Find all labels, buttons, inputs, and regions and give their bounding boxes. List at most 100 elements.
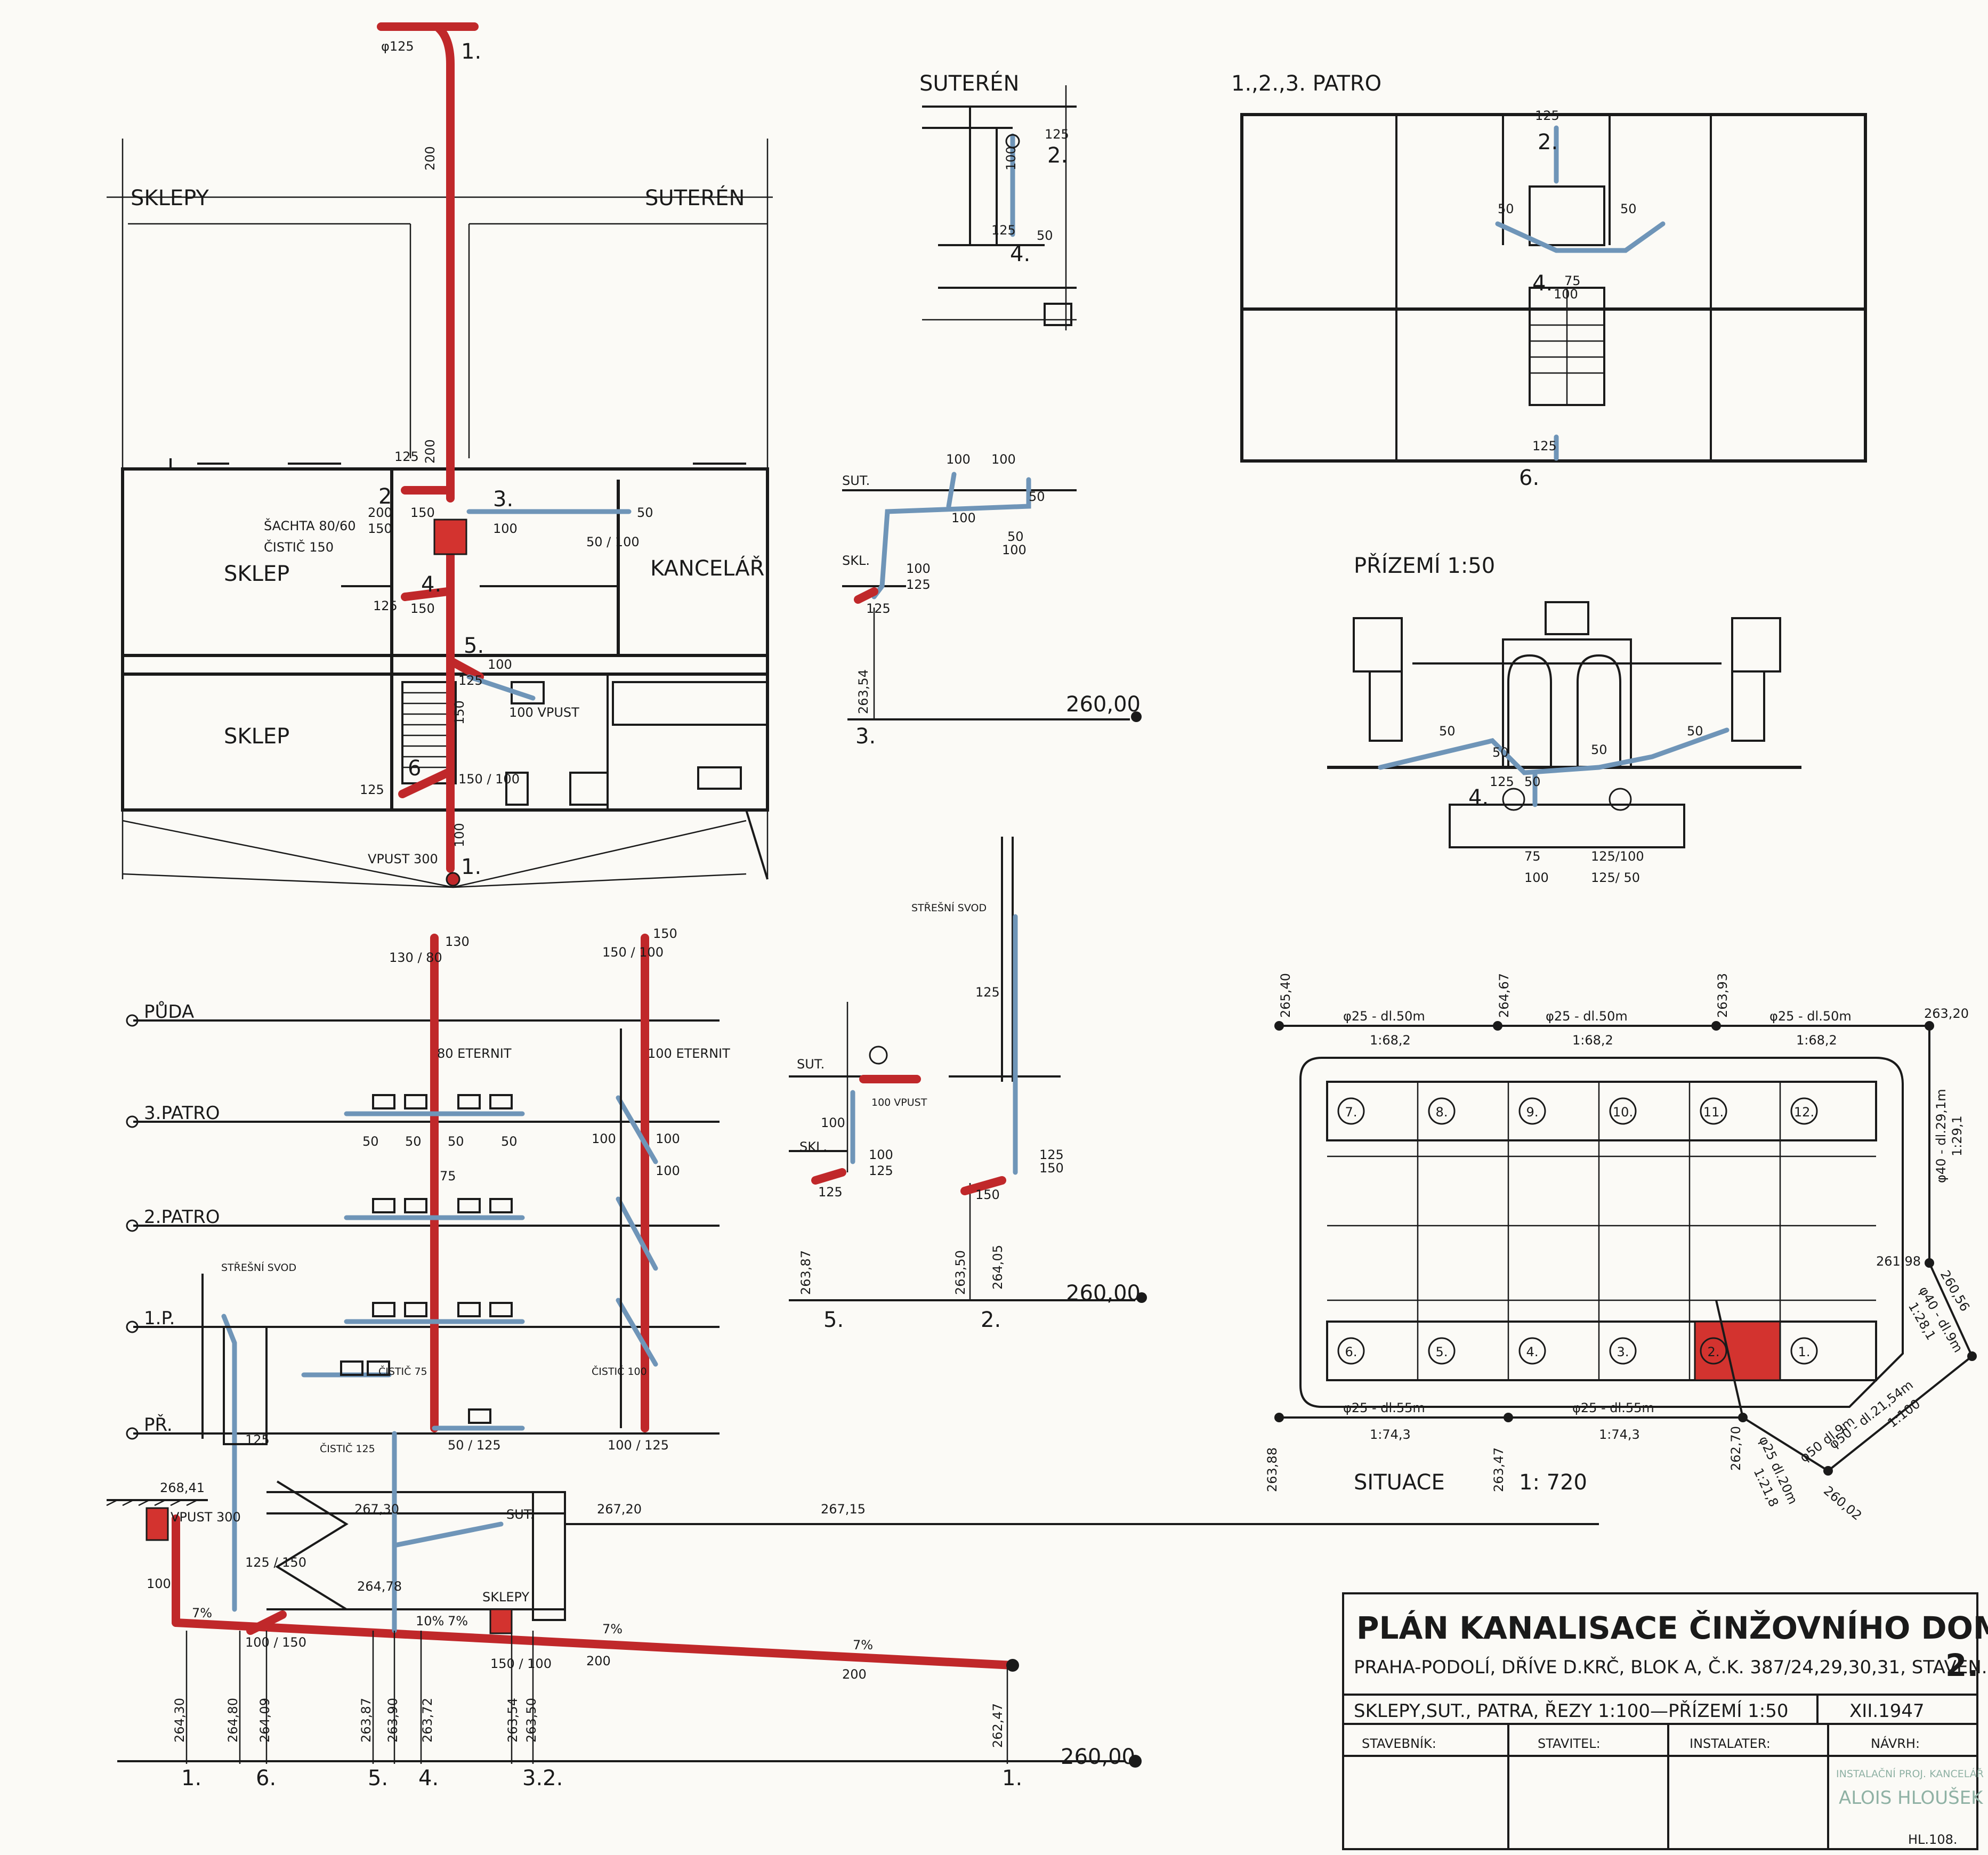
sec3-100-a: 100	[946, 452, 971, 467]
label-100-b: 100	[488, 657, 512, 672]
elev-267-20: 267,20	[597, 1502, 642, 1517]
floor-3-patro: 3.PATRO	[144, 1103, 220, 1124]
site-side-3: 261,98	[1876, 1254, 1921, 1269]
suteren-dim-100: 100	[1004, 146, 1019, 171]
floor-pr: PŘ.	[144, 1414, 173, 1436]
site-pipe-bottom-2: φ25 - dl.55m	[1572, 1400, 1654, 1415]
sec2-svod: STŘEŠNÍ SVOD	[911, 901, 987, 914]
section-3: SUT. SKL. 100 100 50 100 50 100 100 125 …	[842, 452, 1142, 749]
elev-263-90: 263,90	[385, 1698, 400, 1743]
block-7: 7.	[1345, 1105, 1357, 1120]
sec3-pt: 3.	[855, 724, 876, 749]
label-100-c: 100	[452, 823, 467, 847]
site-elev-b2: 263,47	[1491, 1447, 1506, 1492]
label-phi125: φ125	[381, 39, 414, 54]
elev-263-87: 263,87	[359, 1698, 374, 1743]
site-pipe-top-3: φ25 - dl.50m	[1769, 1009, 1852, 1024]
label-200-c: 200	[368, 505, 392, 520]
sec3-100-b: 100	[991, 452, 1016, 467]
riser-pct10: 10%	[416, 1614, 444, 1629]
site-elev-2: 264,67	[1497, 973, 1512, 1018]
block-1: 1.	[1798, 1344, 1811, 1359]
elev-264-30: 264,30	[172, 1698, 187, 1743]
label-kancelar: KANCELÁŘ	[650, 555, 764, 581]
block-10: 10.	[1613, 1105, 1633, 1120]
label-sklep-1: SKLEP	[224, 562, 289, 586]
riser-pct7-d: 7%	[853, 1638, 873, 1653]
riser-200-b: 200	[842, 1667, 867, 1682]
sec3-50-b: 50	[1007, 529, 1024, 544]
sec5-125-a: 125	[869, 1163, 893, 1178]
site-pipe-bottom-1: φ25 - dl.55m	[1343, 1400, 1425, 1415]
pt-4: 4.	[421, 572, 441, 597]
floors-dim-125-b: 125	[1532, 439, 1557, 453]
riser-200-a: 200	[586, 1654, 611, 1668]
site-scale: 1: 720	[1519, 1470, 1587, 1495]
floors-pt-2: 2.	[1538, 130, 1558, 155]
riser-pct7-b: 7%	[448, 1614, 468, 1629]
prizemi-dim-50-b: 50	[1492, 745, 1509, 760]
sec2-pt: 2.	[981, 1308, 1001, 1332]
riser-50-c: 50	[448, 1134, 464, 1149]
title-block: PLÁN KANALISACE ČINŽOVNÍHO DOMU SOPV PRA…	[1342, 1592, 1988, 1850]
title-number: 2.	[1945, 1647, 1978, 1683]
section-5: SUT. 100 VPUST 100 SKL. 100 125 125 263,…	[789, 1002, 1045, 1332]
sec3-level: 260,00	[1066, 692, 1141, 717]
sec2-elev-2: 264,05	[990, 1245, 1005, 1290]
elev-267-30: 267,30	[354, 1502, 399, 1517]
block-9: 9.	[1526, 1105, 1539, 1120]
site-elev-3: 263,93	[1715, 973, 1730, 1018]
site-slope-bottom-2: 1:74,3	[1599, 1427, 1640, 1442]
sec5-100-a: 100	[821, 1115, 845, 1130]
riser-100-eternit: 100 ETERNIT	[648, 1046, 730, 1061]
prizemi-pt-4: 4.	[1468, 785, 1489, 810]
riser-pct7-a: 7%	[192, 1606, 212, 1621]
riser-125-150: 125 / 150	[245, 1555, 306, 1570]
site-plan	[1274, 1021, 1977, 1476]
field-stavitel: STAVITEL:	[1538, 1736, 1601, 1751]
field-stavebnik: STAVEBNÍK:	[1362, 1736, 1436, 1751]
label-sachta: ŠACHTA 80/60	[264, 517, 356, 533]
label-125-c: 125	[373, 598, 398, 613]
elev-263-54: 263,54	[505, 1698, 520, 1743]
riser-svod: STŘEŠNÍ SVOD	[221, 1261, 296, 1274]
block-4: 4.	[1526, 1344, 1539, 1359]
label-150-a: 150	[410, 505, 435, 520]
suteren-dim-125-a: 125	[1045, 127, 1069, 142]
riser-pt-6: 6.	[256, 1766, 276, 1791]
prizemi-dim-50-e: 50	[1524, 774, 1541, 789]
riser-150-100-b: 150 / 100	[490, 1656, 552, 1671]
block-8: 8.	[1436, 1105, 1448, 1120]
suteren-detail: SUTERÉN 125 100 125 50 2. 4.	[919, 70, 1077, 330]
site-slope-top-1: 1:68,2	[1370, 1033, 1411, 1048]
site-slope-top-3: 1:68,2	[1796, 1033, 1837, 1048]
site-side-12: 260,02	[1821, 1483, 1864, 1523]
label-150-c: 150	[410, 601, 435, 616]
label-sklepy: SKLEPY	[131, 186, 209, 210]
elev-263-50: 263,50	[524, 1698, 539, 1743]
riser-100-b: 100	[656, 1131, 680, 1146]
label-200-a: 200	[423, 146, 438, 171]
riser-sut: SUT.	[506, 1507, 534, 1522]
riser-labels: 130 130 / 80 80 ETERNIT 150 150 / 100 10…	[147, 926, 1135, 1791]
pt-6: 6	[408, 756, 421, 781]
riser-100-150: 100 / 150	[245, 1635, 306, 1650]
prizemi-dim-50-c: 50	[1591, 742, 1607, 757]
riser-130: 130	[445, 934, 470, 949]
riser-50-d: 50	[501, 1134, 518, 1149]
elev-264-09: 264,09	[257, 1698, 272, 1743]
riser-vpust300: VPUST 300	[171, 1510, 241, 1525]
riser-section: PŮDA 3.PATRO 2.PATRO 1.P. PŘ.	[106, 934, 1599, 1768]
riser-100-a: 100	[592, 1131, 616, 1146]
sec2-level: 260,00	[1066, 1281, 1141, 1306]
suteren-dim-125-b: 125	[991, 223, 1016, 238]
label-vpust100: 100 VPUST	[509, 705, 579, 720]
riser-pt-32: 3.2.	[522, 1766, 563, 1791]
riser-150-100: 150 / 100	[602, 945, 664, 960]
outlet-circle	[446, 872, 460, 887]
label-200-b: 200	[423, 439, 438, 464]
site-slope-top-2: 1:68,2	[1572, 1033, 1613, 1048]
pt-1-top: 1.	[461, 39, 481, 64]
riser-130-80: 130 / 80	[389, 950, 442, 965]
floor-puda: PŮDA	[144, 1001, 194, 1023]
